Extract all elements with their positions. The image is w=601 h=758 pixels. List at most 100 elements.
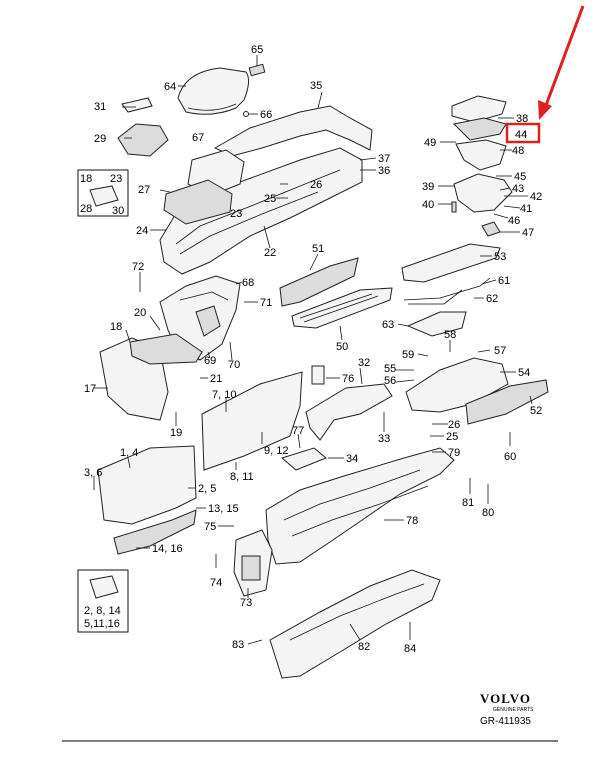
label-48: 48 xyxy=(512,145,524,157)
label-63: 63 xyxy=(382,319,394,331)
part-labels: 65 64 66 35 31 29 67 18 23 28 30 27 26 2… xyxy=(80,44,542,655)
label-9-12: 9, 12 xyxy=(264,445,288,457)
label-41: 41 xyxy=(520,203,532,215)
label-30: 30 xyxy=(112,205,124,217)
lid-clip xyxy=(248,63,266,77)
label-68: 68 xyxy=(242,277,254,289)
brand-name: VOLVO xyxy=(480,691,531,706)
label-22: 22 xyxy=(264,247,276,259)
highlight-arrow-head xyxy=(538,100,552,120)
side-panel-1-4 xyxy=(97,445,197,525)
label-56: 56 xyxy=(384,375,396,387)
label-49: 49 xyxy=(424,137,436,149)
label-8-11: 8, 11 xyxy=(230,471,254,483)
label-71: 71 xyxy=(260,297,272,309)
console-frame xyxy=(265,447,455,565)
switch-panel xyxy=(163,179,233,225)
inset-label-line1: 2, 8, 14 xyxy=(84,605,121,617)
highlight-arrow xyxy=(543,5,585,109)
label-1-4: 1, 4 xyxy=(120,447,138,459)
label-59: 59 xyxy=(402,349,414,361)
label-18: 18 xyxy=(110,321,122,333)
shifter-mount xyxy=(195,305,221,337)
label-28: 28 xyxy=(80,203,92,215)
cup-holder xyxy=(117,123,169,157)
label-37: 37 xyxy=(378,153,390,165)
label-13-15: 13, 15 xyxy=(208,503,239,515)
bracket-assembly-54 xyxy=(405,357,509,413)
label-57: 57 xyxy=(494,345,506,357)
highlight-box xyxy=(505,122,541,144)
label-67: 67 xyxy=(192,132,204,144)
inset-clip-box-2 xyxy=(77,569,129,633)
label-26b: 26 xyxy=(448,419,460,431)
leader-lines xyxy=(93,55,533,645)
label-75: 75 xyxy=(204,521,216,533)
label-50: 50 xyxy=(336,341,348,353)
trim-panel-51 xyxy=(279,257,359,307)
base-frame xyxy=(269,569,441,679)
label-25: 25 xyxy=(264,193,276,205)
diagram-reference: GR-411935 xyxy=(480,716,531,727)
latch-tab xyxy=(481,221,501,237)
insulation-63 xyxy=(406,311,467,337)
label-72: 72 xyxy=(132,261,144,273)
screw-40 xyxy=(451,201,457,213)
label-43: 43 xyxy=(512,183,524,195)
label-53: 53 xyxy=(494,251,506,263)
brand-block: VOLVO GENUINE PARTS GR-411935 xyxy=(480,691,534,727)
label-29: 29 xyxy=(94,133,106,145)
storage-liner xyxy=(452,117,507,141)
trim-52 xyxy=(465,379,549,425)
label-61: 61 xyxy=(498,275,510,287)
label-64: 64 xyxy=(164,81,176,93)
label-35: 35 xyxy=(310,80,322,92)
trim-panel-53 xyxy=(401,243,501,283)
label-47: 47 xyxy=(522,227,534,239)
label-58: 58 xyxy=(444,329,456,341)
console-top-panel xyxy=(159,147,363,275)
label-74: 74 xyxy=(210,577,222,589)
bracket-73-window xyxy=(241,555,261,581)
label-83: 83 xyxy=(232,639,244,651)
label-38: 38 xyxy=(516,113,528,125)
bracket-20 xyxy=(129,333,203,365)
armrest-lid xyxy=(177,67,250,115)
label-31: 31 xyxy=(94,101,106,113)
label-51: 51 xyxy=(312,243,324,255)
trim-strip xyxy=(213,105,373,157)
label-23-inset: 23 xyxy=(110,173,122,185)
label-27: 27 xyxy=(138,184,150,196)
label-76: 76 xyxy=(342,373,354,385)
label-26: 26 xyxy=(310,179,322,191)
label-40: 40 xyxy=(422,199,434,211)
label-52: 52 xyxy=(530,405,542,417)
cup-holder-cover xyxy=(121,97,153,113)
label-69: 69 xyxy=(204,355,216,367)
label-70: 70 xyxy=(228,359,240,371)
label-19: 19 xyxy=(170,427,182,439)
lower-trim-14-16 xyxy=(113,509,197,555)
label-14-16: 14, 16 xyxy=(152,543,183,555)
label-2-5: 2, 5 xyxy=(198,483,216,495)
label-82: 82 xyxy=(358,641,370,653)
clip-part-2 xyxy=(89,575,119,599)
label-32: 32 xyxy=(358,357,370,369)
label-73: 73 xyxy=(240,597,252,609)
label-66: 66 xyxy=(260,109,272,121)
label-17: 17 xyxy=(84,383,96,395)
storage-lid xyxy=(451,95,507,123)
label-39: 39 xyxy=(422,181,434,193)
gear-cover xyxy=(305,383,393,441)
label-46: 46 xyxy=(508,215,520,227)
label-18-inset: 18 xyxy=(80,173,92,185)
label-23: 23 xyxy=(230,208,242,220)
label-34: 34 xyxy=(346,453,358,465)
plate-77 xyxy=(280,447,327,471)
inset-label-line2: 5,11,16 xyxy=(84,618,120,630)
inset-clip-box xyxy=(77,169,129,217)
label-45: 45 xyxy=(514,171,526,183)
label-7-10: 7, 10 xyxy=(212,389,236,401)
latch-assembly xyxy=(453,173,513,213)
